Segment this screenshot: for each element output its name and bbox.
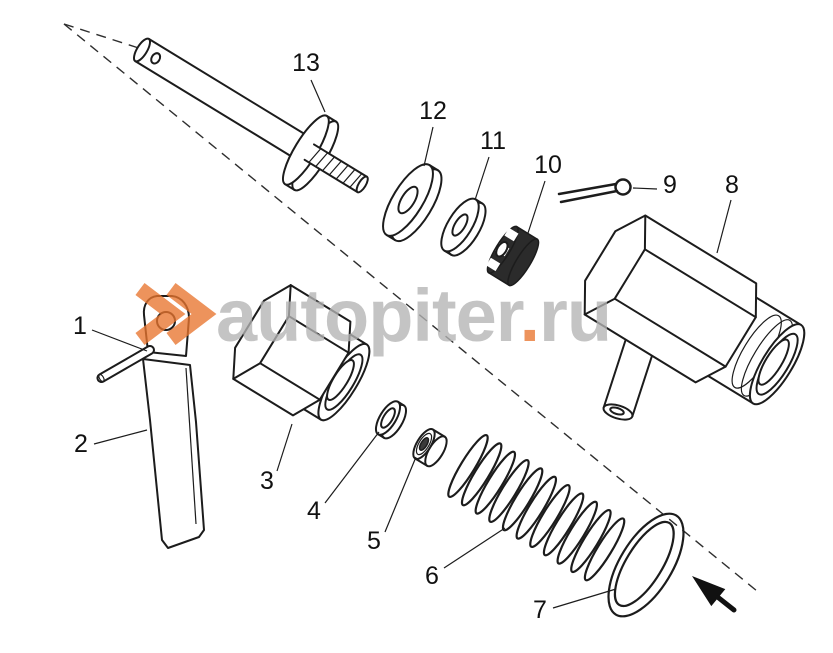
watermark-chevron-icon bbox=[166, 283, 217, 345]
part-label-4: 4 bbox=[307, 497, 321, 525]
leader-4 bbox=[324, 431, 380, 504]
part-label-8: 8 bbox=[725, 171, 739, 199]
lever-fold-line bbox=[185, 367, 197, 525]
axis-dashed-line-long bbox=[63, 23, 758, 592]
hex-ridge-line bbox=[287, 315, 350, 354]
leader-11 bbox=[474, 156, 490, 201]
spring-coil bbox=[447, 433, 489, 499]
castle-slot bbox=[486, 257, 501, 272]
spring-coil bbox=[515, 475, 558, 540]
part-3-hex-gland bbox=[232, 284, 371, 422]
part-1-pin bbox=[96, 345, 155, 383]
leader-6 bbox=[443, 527, 506, 569]
watermark-dot: . bbox=[519, 274, 539, 357]
hex-ridge-line bbox=[613, 297, 727, 368]
watermark-site-name: autopiter bbox=[216, 274, 524, 357]
part-10-castle-nut bbox=[486, 225, 540, 287]
part-9-cotter-pin bbox=[557, 178, 632, 204]
leader-2 bbox=[93, 429, 148, 445]
part-label-1: 1 bbox=[73, 312, 87, 340]
leader-1 bbox=[91, 329, 148, 352]
part-label-12: 12 bbox=[419, 97, 447, 125]
body-bore-opening bbox=[748, 323, 806, 406]
spring-coil bbox=[542, 492, 585, 557]
watermark-domain-zone: ru bbox=[539, 274, 611, 357]
part-label-6: 6 bbox=[425, 562, 439, 590]
leader-12 bbox=[423, 126, 434, 167]
spring-coil bbox=[474, 450, 517, 515]
part-label-3: 3 bbox=[260, 467, 274, 495]
part-label-11: 11 bbox=[480, 127, 506, 155]
hex-ridge-line bbox=[643, 248, 757, 319]
leader-13 bbox=[310, 79, 326, 113]
part-label-2: 2 bbox=[74, 430, 88, 458]
pin-head-hole bbox=[150, 52, 162, 65]
spring-coil bbox=[570, 508, 612, 574]
leader-8 bbox=[716, 199, 732, 254]
leader-3 bbox=[276, 423, 293, 472]
part-label-5: 5 bbox=[367, 527, 381, 555]
gland-bore-opening bbox=[317, 342, 371, 422]
spring-coil bbox=[488, 458, 530, 524]
spring-coil bbox=[501, 467, 544, 532]
body-bottom-stub bbox=[602, 332, 658, 421]
part-4-ring bbox=[374, 400, 408, 440]
part-5-bushing bbox=[412, 428, 448, 468]
part-11-washer bbox=[440, 197, 487, 257]
spring-coil bbox=[529, 483, 571, 549]
gland-hex-face bbox=[232, 284, 292, 380]
part-12-washer bbox=[382, 163, 443, 243]
spring-coil bbox=[556, 500, 599, 565]
part-13-clevis-pin bbox=[132, 37, 369, 194]
part-label-10: 10 bbox=[534, 151, 562, 179]
watermark-chevron-icon bbox=[135, 283, 186, 345]
leader-5 bbox=[384, 456, 417, 533]
leader-10 bbox=[527, 180, 546, 234]
spring-coil bbox=[583, 517, 626, 582]
part-7-seal-ring bbox=[607, 512, 685, 618]
hex-ridge-line bbox=[259, 362, 321, 401]
body-hex-face bbox=[583, 214, 647, 316]
part-label-13: 13 bbox=[292, 49, 320, 77]
part-label-9: 9 bbox=[663, 171, 677, 199]
part-6-spring bbox=[447, 433, 626, 582]
leader-9 bbox=[632, 187, 658, 190]
part-8-valve-body bbox=[583, 214, 806, 421]
watermark: autopiter.ru bbox=[135, 274, 612, 357]
nut-hole bbox=[495, 241, 509, 258]
spring-coil bbox=[460, 442, 503, 507]
lever-blade bbox=[142, 358, 205, 549]
part-label-7: 7 bbox=[533, 596, 547, 624]
assembly-direction-arrow bbox=[692, 576, 737, 613]
castle-slot bbox=[504, 227, 519, 242]
bushing-hole bbox=[418, 437, 430, 451]
pin-head bbox=[132, 37, 152, 63]
leader-7 bbox=[552, 588, 617, 609]
axis-dashed-line-short bbox=[63, 23, 149, 52]
thread-ticks bbox=[308, 148, 363, 188]
watermark-text: autopiter.ru bbox=[216, 274, 611, 357]
